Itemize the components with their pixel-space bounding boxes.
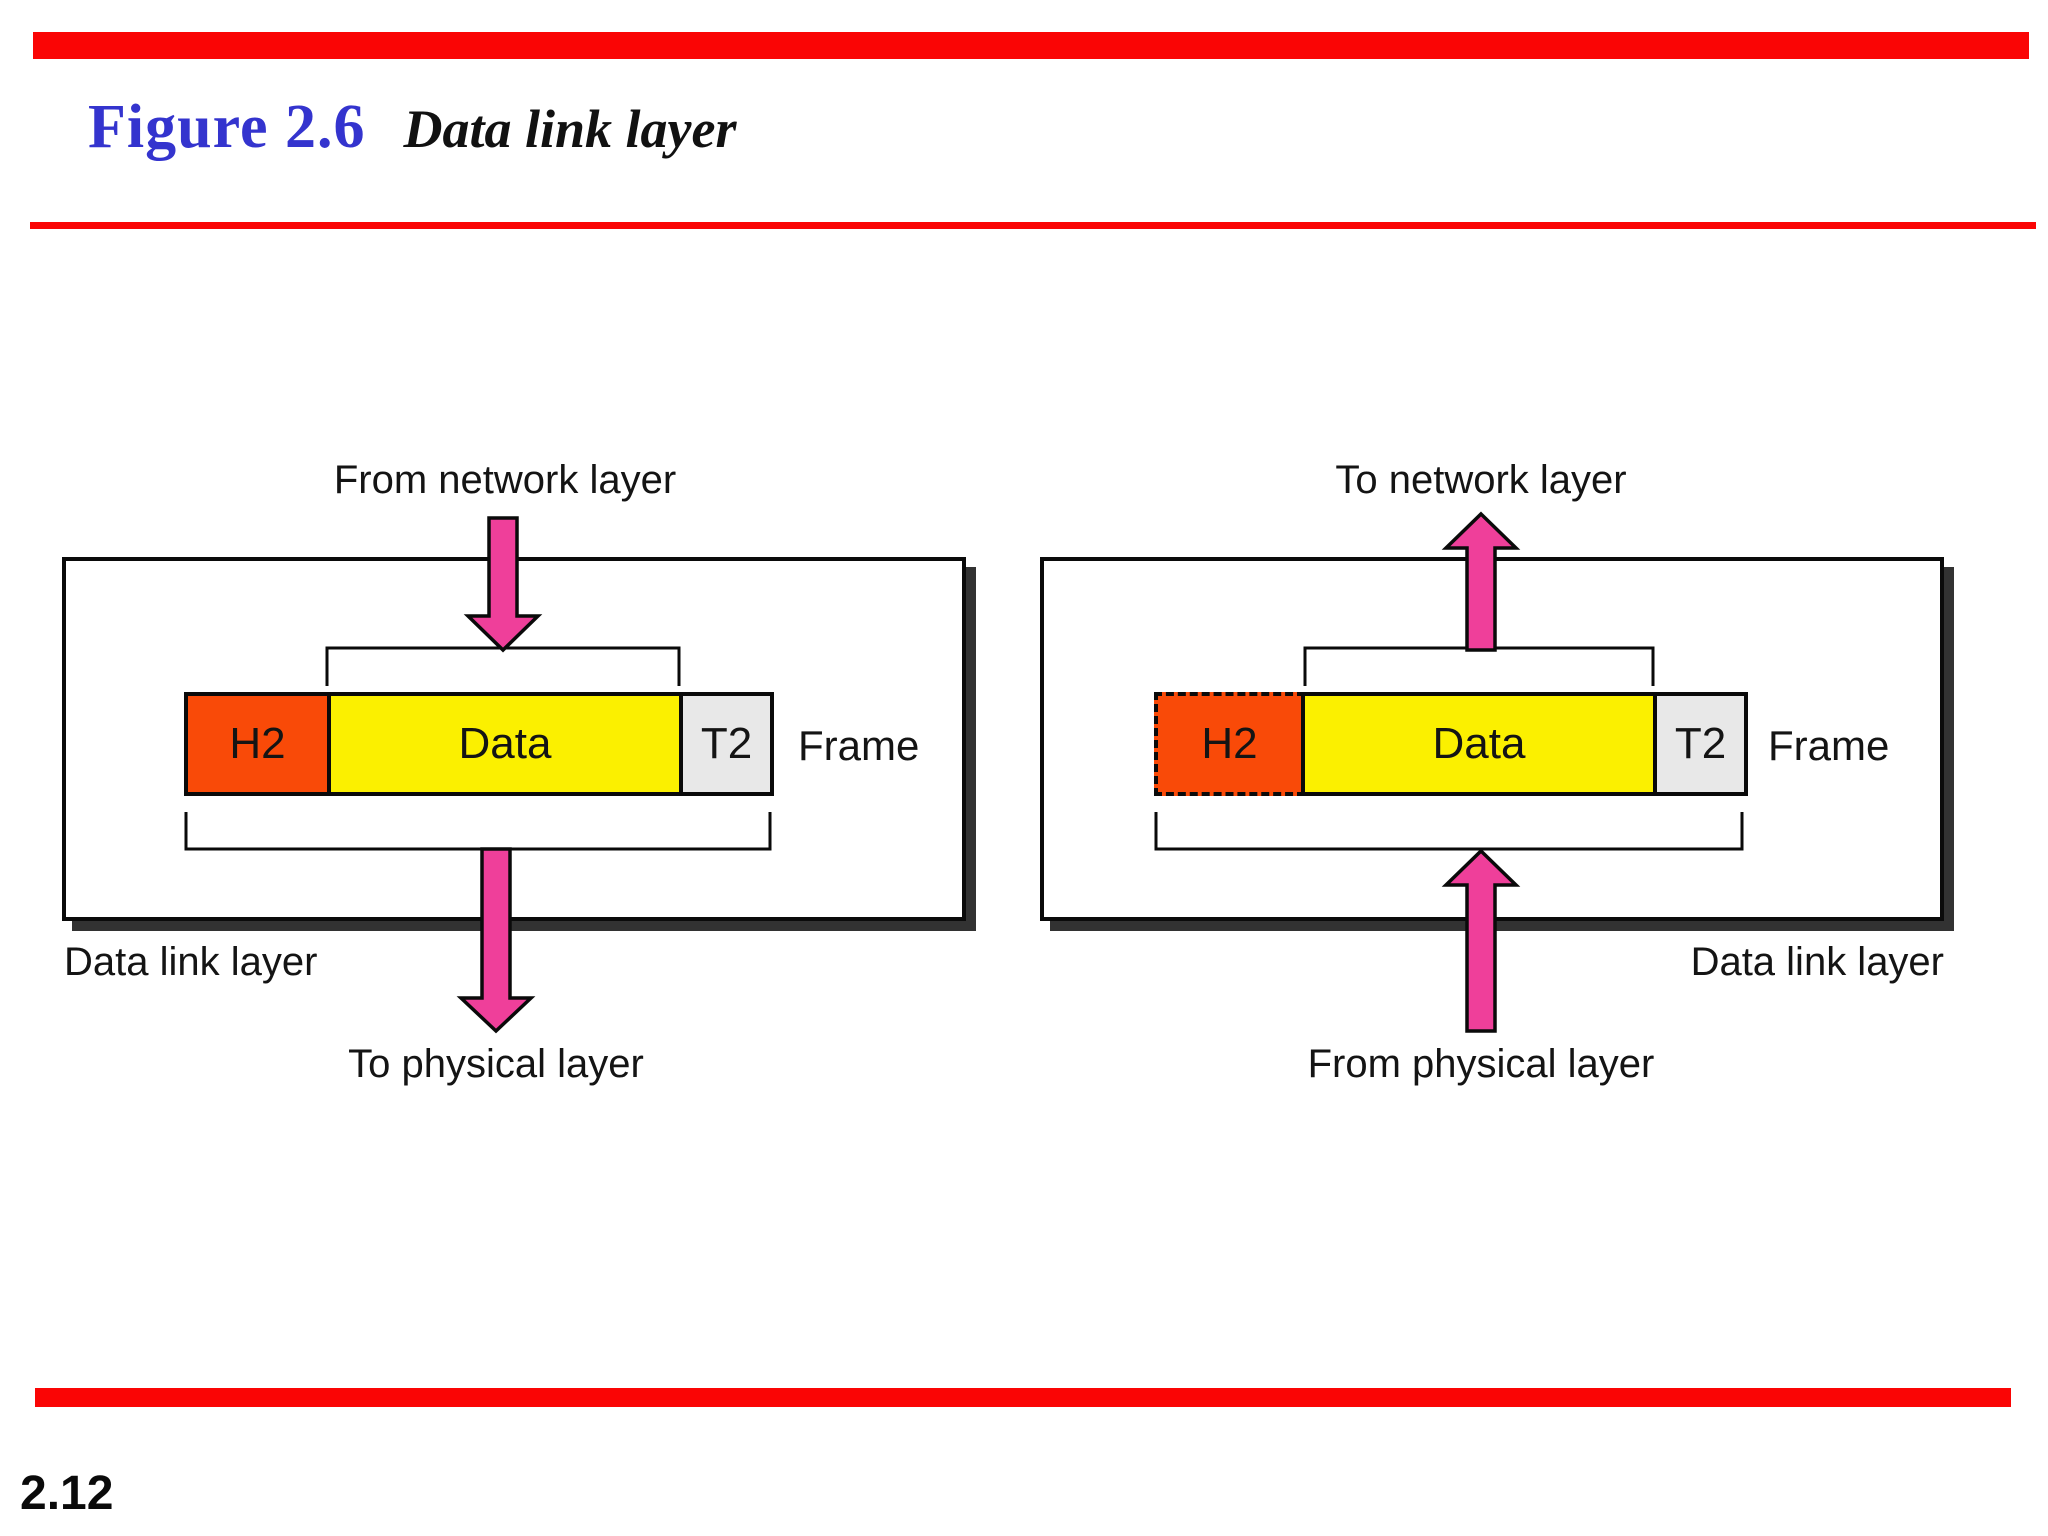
left-top-label: From network layer [333, 458, 677, 502]
right-bottom-label: From physical layer [1307, 1042, 1655, 1086]
right-top-label: To network layer [1335, 458, 1627, 502]
figure-number: Figure 2.6 [88, 93, 366, 161]
slide-title: Figure 2.6 Data link layer [88, 92, 737, 163]
left-layer-label: Data link layer [64, 940, 318, 984]
left-bottom-label: To physical layer [348, 1042, 644, 1086]
left-frame-trailer-cell: T2 [679, 692, 774, 796]
right-frame-trailer-cell: T2 [1653, 692, 1748, 796]
top-red-rule [33, 32, 2029, 59]
figure-caption: Data link layer [403, 99, 737, 159]
title-red-rule [30, 222, 2036, 229]
left-frame-header-cell: H2 [184, 692, 331, 796]
right-frame-data-cell: Data [1301, 692, 1657, 796]
right-frame-header-cell: H2 [1154, 692, 1305, 796]
bottom-red-rule [35, 1388, 2011, 1407]
right-frame-label: Frame [1768, 722, 1890, 769]
page-number: 2.12 [20, 1467, 114, 1520]
left-frame-data-cell: Data [327, 692, 683, 796]
left-frame-label: Frame [798, 722, 920, 769]
right-layer-label: Data link layer [1690, 940, 1944, 984]
